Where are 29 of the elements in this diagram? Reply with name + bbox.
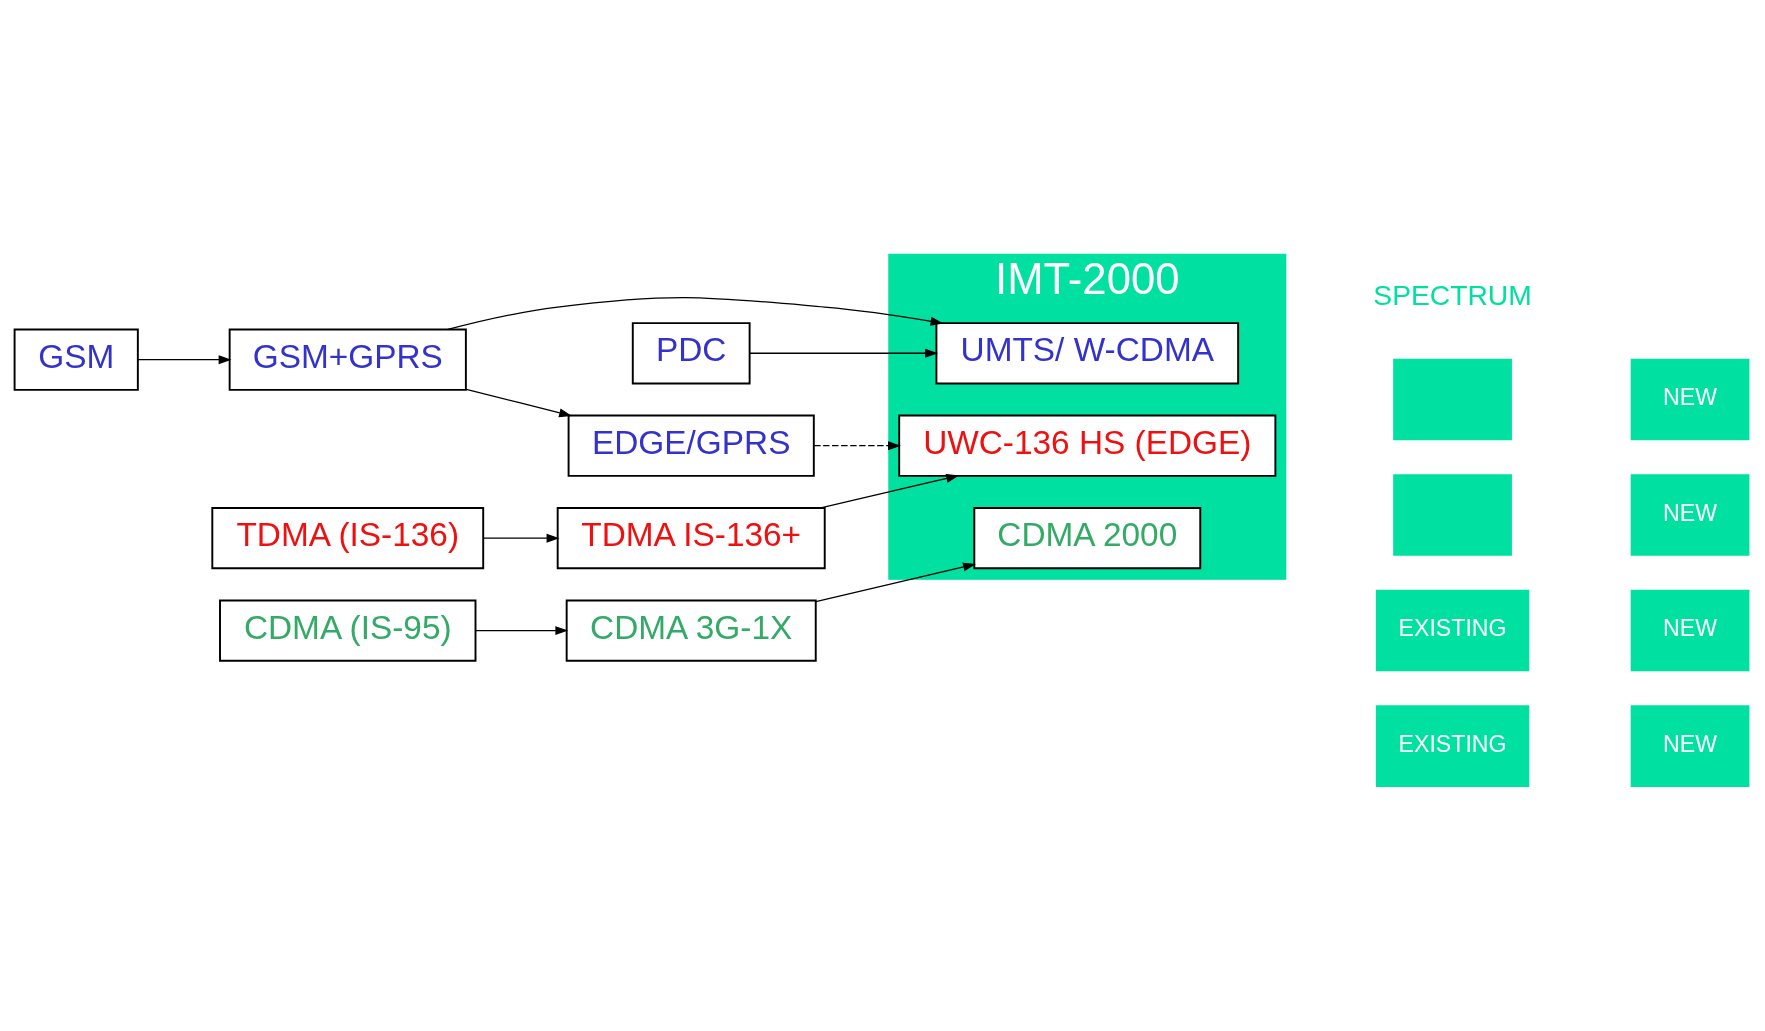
arrow: [137, 354, 232, 364]
arrow: [475, 625, 569, 635]
node-box: TDMA IS-136+: [556, 506, 826, 569]
node-box: NEW: [1628, 471, 1752, 558]
node-box: NEW: [1628, 356, 1752, 442]
node-box: GSM: [13, 328, 139, 391]
node-box: EDGE/GPRS: [567, 414, 815, 477]
arrow: [465, 388, 572, 417]
node-box: UWC-136 HS (EDGE): [898, 414, 1277, 477]
node-box: PDC: [631, 321, 751, 384]
node-box: CDMA 2000: [973, 506, 1202, 569]
label: SPECTRUM: [1373, 278, 1532, 311]
node-box: [1391, 356, 1514, 442]
node-box: EXISTING: [1373, 587, 1532, 673]
node-box: [1391, 471, 1514, 558]
arrow: [749, 348, 939, 358]
arrow: [813, 440, 901, 450]
node-box: EXISTING: [1373, 702, 1532, 789]
arrow: [447, 296, 944, 330]
node-box: UMTS/ W-CDMA: [935, 321, 1240, 384]
node-box: CDMA (IS-95): [219, 598, 477, 662]
arrow: [820, 473, 960, 509]
node-box: CDMA 3G-1X: [565, 598, 817, 662]
node-box: GSM+GPRS: [228, 328, 467, 391]
arrow: [482, 533, 560, 543]
node-box: TDMA (IS-136): [211, 506, 485, 569]
node-box: NEW: [1628, 702, 1752, 789]
arrow: [815, 562, 976, 602]
node-box: NEW: [1628, 587, 1752, 673]
